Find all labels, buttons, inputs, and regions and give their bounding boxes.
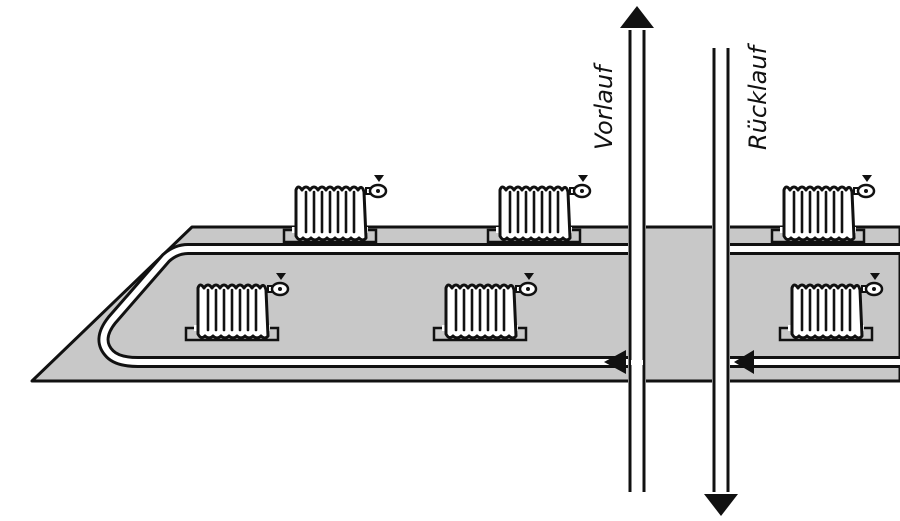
supply-up-arrow-icon — [620, 6, 654, 28]
radiator-icon — [486, 173, 592, 244]
flow-arrow-icon — [734, 350, 754, 374]
return-down-arrow-icon — [704, 494, 738, 516]
radiator-icon — [770, 173, 876, 244]
supply-label: Vorlauf — [590, 62, 618, 150]
flow-arrow-icon — [604, 350, 626, 374]
return-riser — [712, 48, 730, 492]
return-label: Rücklauf — [744, 42, 772, 150]
supply-riser — [628, 30, 646, 492]
radiator-icon — [282, 173, 388, 244]
